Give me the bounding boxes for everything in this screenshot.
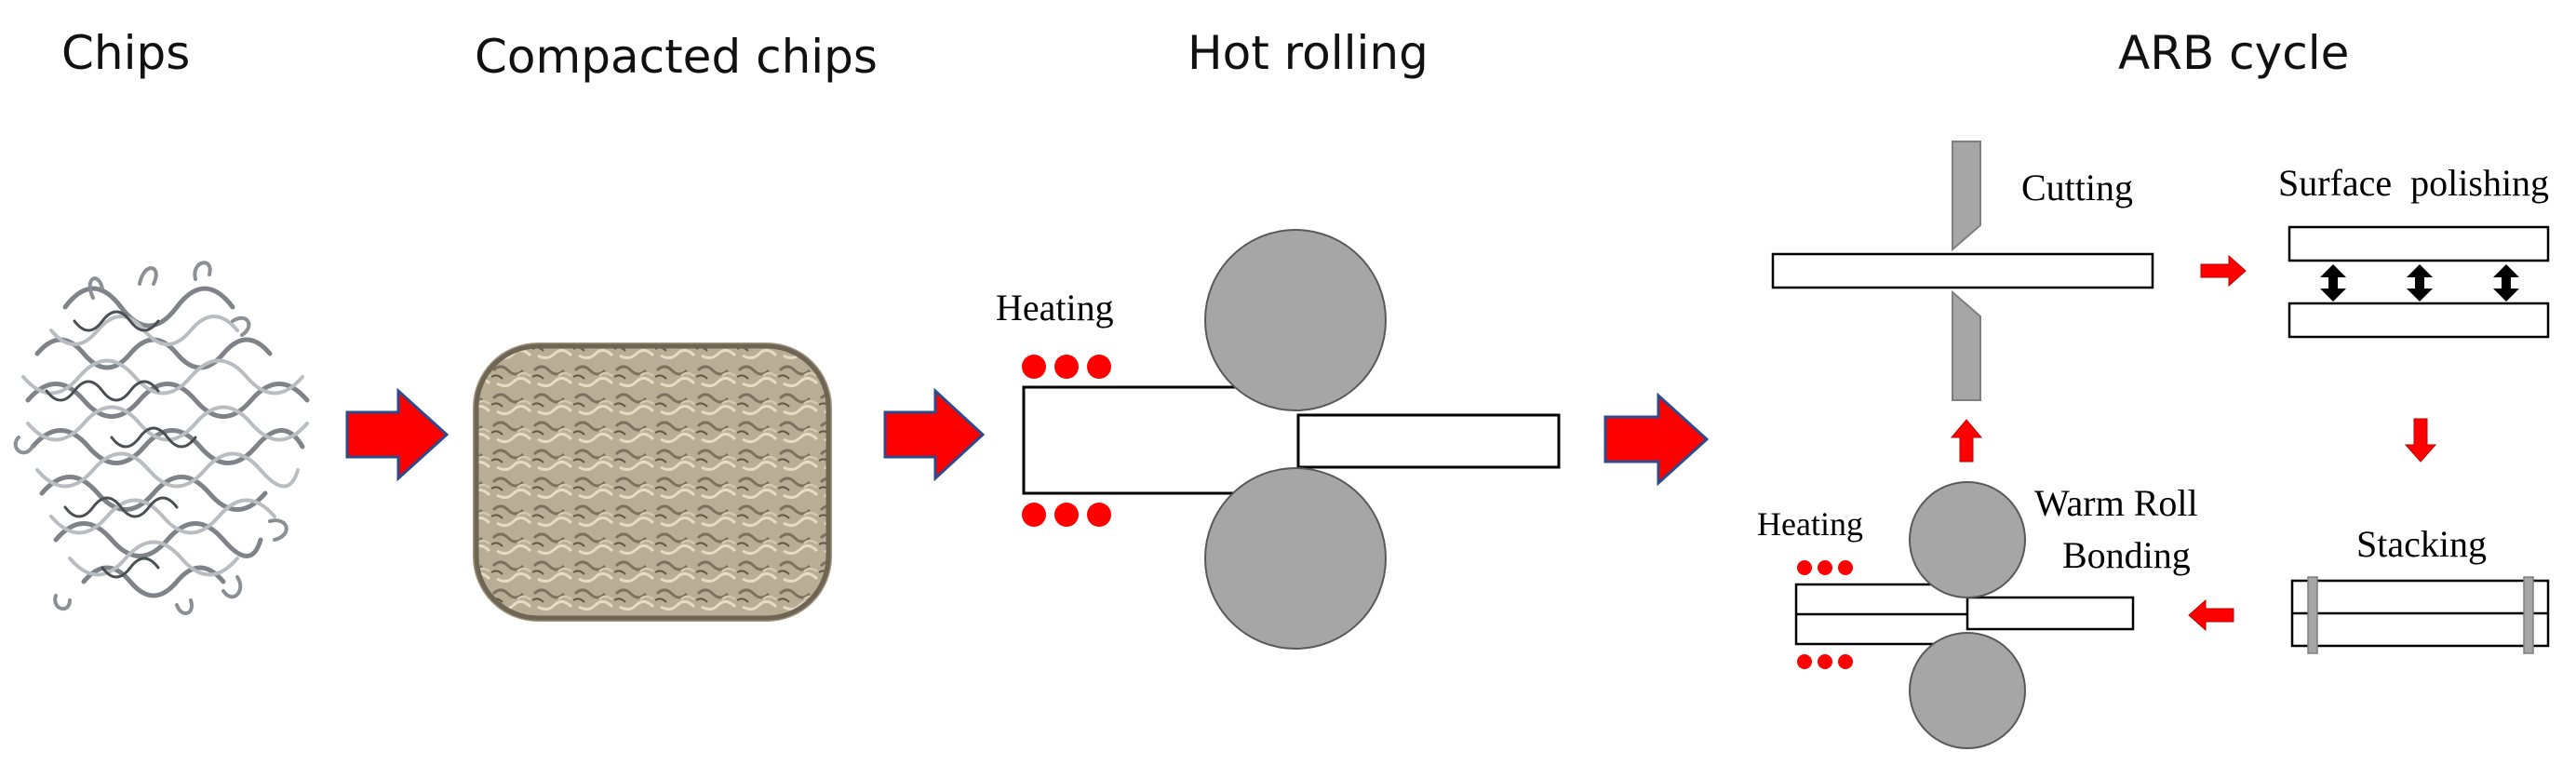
metal-chips-photo bbox=[13, 261, 310, 615]
upper-warm-roll bbox=[1909, 481, 2026, 598]
heading-hot-rolling: Hot rolling bbox=[1187, 26, 1429, 80]
hot-rolling-diagram: Heating bbox=[996, 229, 1561, 650]
lower-warm-roll bbox=[1909, 632, 2026, 749]
small-arrow-up bbox=[1950, 419, 1983, 463]
heading-chips: Chips bbox=[61, 26, 191, 80]
upper-roll bbox=[1204, 229, 1387, 411]
stacking-label: Stacking bbox=[2356, 523, 2487, 565]
heading-compacted-chips: Compacted chips bbox=[475, 30, 878, 84]
process-arrow-2 bbox=[883, 387, 986, 482]
stacking-diagram: Stacking bbox=[2290, 523, 2550, 654]
process-arrow-3 bbox=[1603, 392, 1710, 487]
arb-heating-label: Heating bbox=[1757, 505, 1863, 543]
heating-dot-icon bbox=[1797, 560, 1853, 669]
small-arrow-left bbox=[2188, 598, 2234, 632]
double-arrow-icon bbox=[2320, 264, 2519, 302]
small-arrow-down bbox=[2404, 418, 2437, 463]
lower-roll bbox=[1204, 467, 1387, 650]
warm-roll-label-line1: Warm Roll bbox=[2034, 482, 2198, 524]
hot-heating-label: Heating bbox=[996, 287, 1114, 329]
cutting-diagram: Cutting bbox=[1771, 141, 2154, 401]
small-arrow-right bbox=[2200, 254, 2247, 288]
heating-dot-icon bbox=[1022, 355, 1111, 527]
surface-polishing-diagram: Surface polishing bbox=[2278, 162, 2550, 339]
surface-polishing-label: Surface polishing bbox=[2278, 162, 2549, 204]
compacted-chips-photo bbox=[473, 342, 832, 622]
warm-roll-bonding-diagram: Heating Warm Roll Bonding bbox=[1757, 481, 2198, 749]
heading-arb-cycle: ARB cycle bbox=[2118, 26, 2350, 80]
process-arrow-1 bbox=[345, 387, 449, 482]
warm-roll-label-line2: Bonding bbox=[2062, 534, 2191, 576]
cutting-label: Cutting bbox=[2021, 167, 2133, 208]
